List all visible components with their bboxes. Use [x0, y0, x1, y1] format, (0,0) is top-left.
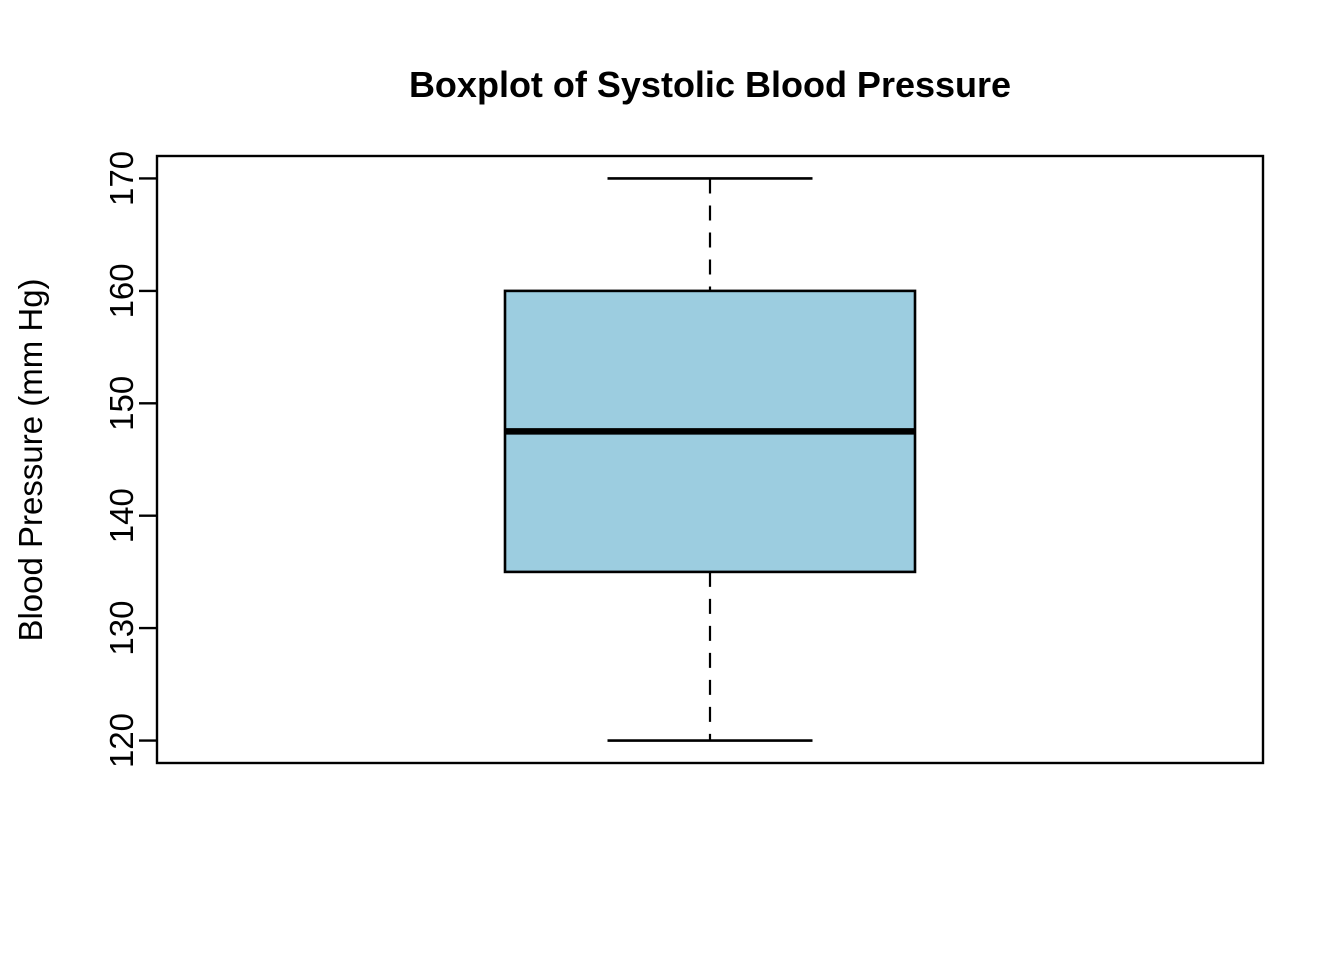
y-tick-label: 140: [103, 488, 140, 543]
y-axis-label: Blood Pressure (mm Hg): [12, 278, 49, 641]
y-axis: 120 130 140 150 160 170: [103, 151, 157, 768]
y-tick-label: 170: [103, 151, 140, 206]
chart-title: Boxplot of Systolic Blood Pressure: [409, 64, 1011, 105]
y-tick-label: 120: [103, 713, 140, 768]
boxplot-glyph: [503, 177, 917, 742]
y-tick-label: 160: [103, 263, 140, 318]
y-tick-label: 130: [103, 601, 140, 656]
plot-border: [155, 154, 1265, 765]
y-tick-label: 150: [103, 376, 140, 431]
